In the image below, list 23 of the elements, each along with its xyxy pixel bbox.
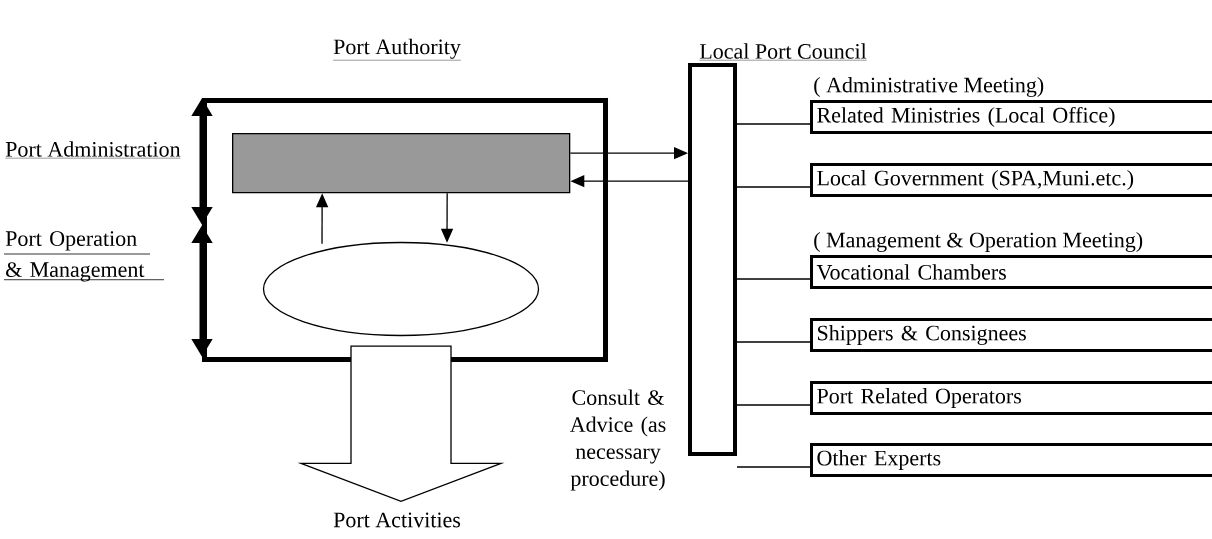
note-text: ( Management & Operation Meeting) (814, 232, 1143, 252)
connector-line (736, 341, 811, 343)
member-box: Local Government (SPA,Muni.etc.) (810, 163, 1212, 197)
heading: Port Authority (332, 38, 462, 61)
connector-line (736, 466, 811, 468)
connector-line (736, 123, 811, 125)
member-box: Other Experts (810, 443, 1212, 477)
ellipse (262, 241, 540, 337)
heading: Local Port Council (699, 43, 867, 61)
member-box: Port Related Operators (810, 381, 1212, 415)
shaded-box (232, 133, 571, 194)
connector-line (736, 186, 811, 188)
member-box: Shippers & Consignees (810, 318, 1212, 352)
member-box: Related Ministries (Local Office) (810, 100, 1212, 134)
note-text: Consult & Advice (as necessary procedure) (569, 389, 666, 491)
caption-text: Port Activities (333, 512, 461, 528)
connector-line (736, 404, 811, 406)
member-box: Vocational Chambers (810, 255, 1212, 289)
side-label: Port Operation & Management (3, 231, 165, 282)
connector-line (736, 278, 811, 280)
note-text: ( Administrative Meeting) (814, 77, 1044, 97)
block-arrow (297, 345, 505, 503)
side-label: Port Administration (5, 141, 181, 159)
